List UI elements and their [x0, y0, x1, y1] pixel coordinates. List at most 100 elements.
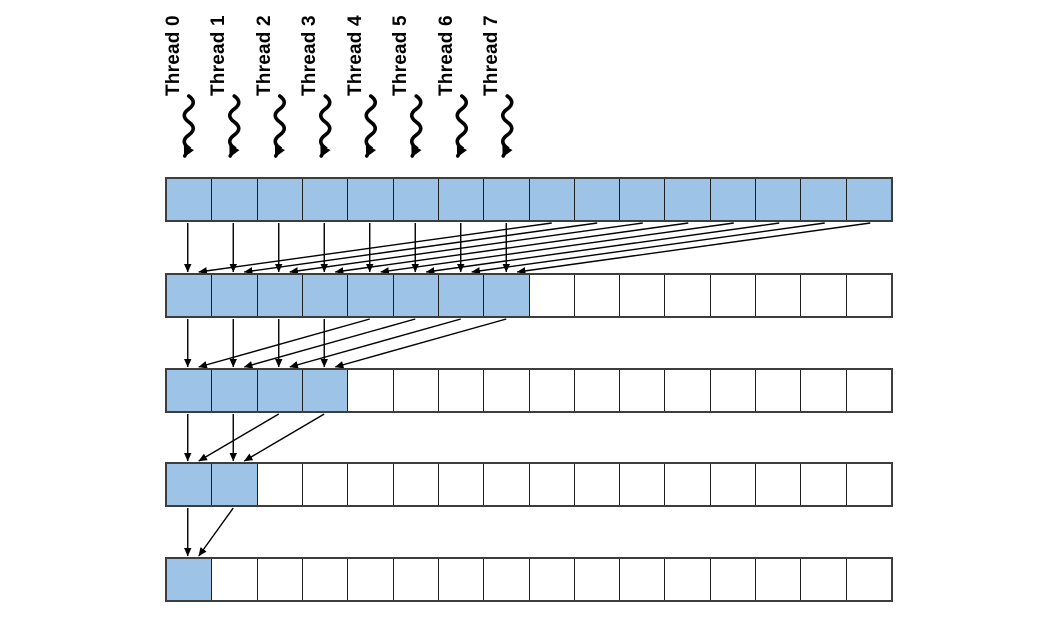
thread-arrow-icon: [455, 94, 469, 158]
reduction-step-1-arrows: [183, 222, 871, 275]
thread-label-5: Thread 5: [390, 15, 412, 96]
thread-label-4: Thread 4: [344, 15, 366, 96]
inactive-cell: [438, 559, 485, 600]
active-cell: [574, 179, 621, 220]
inactive-cell: [710, 275, 757, 316]
reduction-step-3-arrows: [183, 413, 325, 462]
inactive-cell: [302, 559, 349, 600]
inactive-cell: [484, 370, 530, 411]
active-cell: [393, 179, 439, 220]
active-cell: [710, 179, 757, 220]
inactive-cell: [710, 559, 757, 600]
add-arrow: [289, 222, 643, 275]
active-cell: [438, 179, 485, 220]
add-arrow: [198, 507, 234, 557]
inactive-cell: [529, 370, 575, 411]
active-cell: [212, 464, 258, 505]
add-arrow: [425, 222, 780, 275]
active-cell: [484, 275, 530, 316]
inactive-cell: [620, 275, 666, 316]
inactive-cell: [846, 275, 891, 316]
inactive-cell: [620, 559, 666, 600]
inactive-cell: [529, 275, 575, 316]
inactive-cell: [393, 464, 439, 505]
add-arrow: [289, 318, 461, 369]
inactive-cell: [348, 370, 394, 411]
add-arrow: [198, 413, 280, 462]
inactive-cell: [756, 559, 802, 600]
active-cell: [167, 275, 213, 316]
inactive-cell: [257, 464, 303, 505]
thread-arrow-icon: [227, 94, 241, 158]
inactive-cell: [665, 370, 711, 411]
thread-arrow-icon: [182, 94, 196, 158]
active-cell: [212, 179, 258, 220]
thread-arrow-icon: [500, 94, 514, 158]
thread-label-0: Thread 0: [162, 15, 184, 96]
add-arrow: [198, 222, 552, 275]
active-cell: [801, 179, 847, 220]
active-cell: [167, 559, 213, 600]
memory-row-1: [165, 273, 893, 318]
inactive-cell: [438, 370, 485, 411]
inactive-cell: [756, 464, 802, 505]
active-cell: [393, 275, 439, 316]
inactive-cell: [484, 464, 530, 505]
inactive-cell: [529, 464, 575, 505]
active-cell: [302, 370, 349, 411]
inactive-cell: [393, 370, 439, 411]
add-arrow: [243, 318, 416, 369]
inactive-cell: [574, 559, 621, 600]
active-cell: [348, 179, 394, 220]
inactive-cell: [257, 559, 303, 600]
active-cell: [302, 275, 349, 316]
thread-label-3: Thread 3: [299, 15, 321, 96]
inactive-cell: [620, 464, 666, 505]
add-arrow: [380, 222, 734, 275]
memory-row-2: [165, 368, 893, 413]
active-cell: [620, 179, 666, 220]
add-arrow: [516, 222, 871, 275]
active-cell: [846, 179, 891, 220]
reduction-step-2-arrows: [183, 318, 507, 369]
inactive-cell: [756, 370, 802, 411]
inactive-cell: [574, 275, 621, 316]
inactive-cell: [846, 559, 891, 600]
active-cell: [529, 179, 575, 220]
add-arrow: [334, 222, 689, 275]
active-cell: [167, 370, 213, 411]
thread-label-1: Thread 1: [208, 15, 230, 96]
inactive-cell: [393, 559, 439, 600]
active-cell: [212, 275, 258, 316]
thread-arrow-icon: [364, 94, 378, 158]
active-cell: [257, 179, 303, 220]
active-cell: [257, 275, 303, 316]
inactive-cell: [620, 370, 666, 411]
add-arrow: [334, 318, 507, 369]
inactive-cell: [801, 275, 847, 316]
inactive-cell: [710, 370, 757, 411]
thread-arrow-icon: [273, 94, 287, 158]
inactive-cell: [348, 464, 394, 505]
memory-row-0: [165, 177, 893, 222]
inactive-cell: [574, 464, 621, 505]
inactive-cell: [574, 370, 621, 411]
active-cell: [167, 179, 213, 220]
inactive-cell: [665, 464, 711, 505]
inactive-cell: [846, 370, 891, 411]
inactive-cell: [438, 464, 485, 505]
inactive-cell: [801, 464, 847, 505]
active-cell: [212, 370, 258, 411]
thread-label-7: Thread 7: [481, 15, 503, 96]
thread-arrow-icon: [318, 94, 332, 158]
active-cell: [302, 179, 349, 220]
inactive-cell: [529, 559, 575, 600]
inactive-cell: [665, 559, 711, 600]
memory-row-4: [165, 557, 893, 602]
reduction-step-4-arrows: [183, 507, 234, 557]
active-cell: [756, 179, 802, 220]
thread-label-6: Thread 6: [435, 15, 457, 96]
active-cell: [348, 275, 394, 316]
